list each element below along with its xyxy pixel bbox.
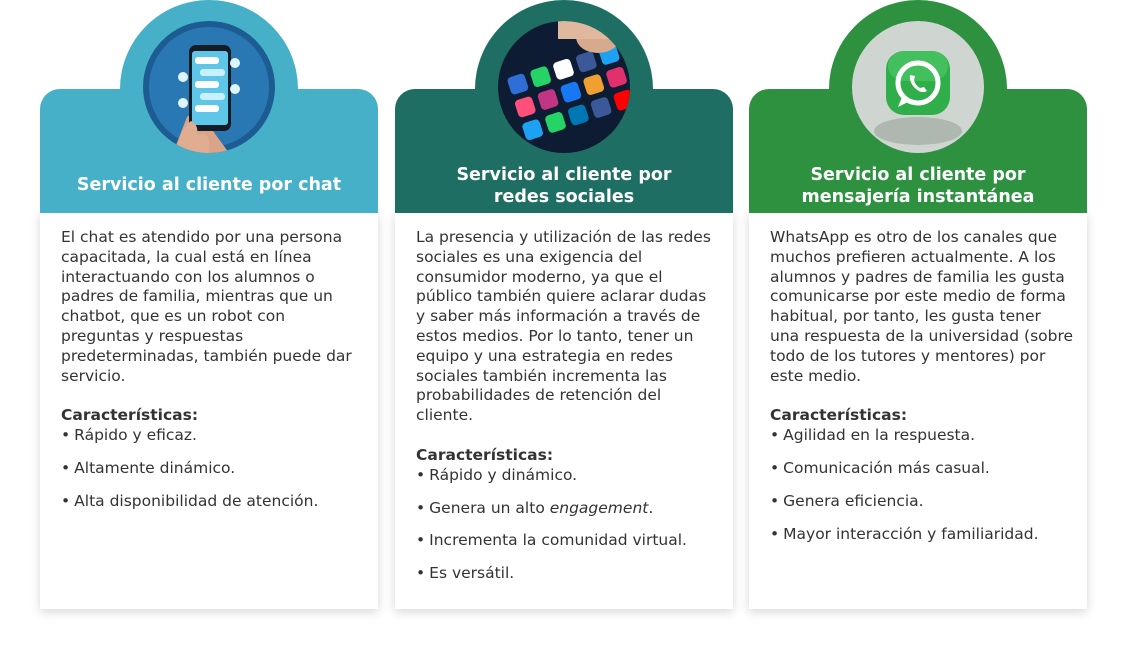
feature-item: •Altamente dinámico. bbox=[61, 458, 236, 477]
card-title: Servicio al cliente por mensajería insta… bbox=[801, 165, 1035, 207]
features-heading: Características: bbox=[416, 445, 554, 464]
card-content: La presencia y utilización de las redes … bbox=[416, 228, 720, 597]
features-heading: Características: bbox=[61, 406, 199, 425]
card-description: La presencia y utilización de las redes … bbox=[416, 228, 711, 425]
feature-item: •Rápido y eficaz. bbox=[61, 426, 197, 445]
features-list: •Rápido y eficaz. •Altamente dinámico. •… bbox=[61, 426, 365, 511]
card-content: El chat es atendido por una persona capa… bbox=[61, 228, 365, 525]
feature-item: •Es versátil. bbox=[416, 564, 515, 583]
feature-item: •Incrementa la comunidad virtual. bbox=[416, 531, 687, 550]
card-chat: Servicio al cliente por chat El chat es … bbox=[40, 0, 378, 610]
card-body bbox=[749, 212, 1087, 609]
features-list: •Rápido y dinámico. •Genera un alto enga… bbox=[416, 466, 720, 584]
features-heading: Características: bbox=[770, 406, 908, 425]
features-list: •Agilidad en la respuesta. •Comunicación… bbox=[770, 426, 1074, 544]
card-body bbox=[40, 212, 378, 609]
social-apps-icon bbox=[498, 21, 630, 153]
feature-item: •Mayor interacción y familiaridad. bbox=[770, 524, 1039, 543]
feature-item: •Alta disponibilidad de atención. bbox=[61, 491, 319, 510]
card-title: Servicio al cliente por chat bbox=[76, 175, 342, 195]
card-social: Servicio al cliente por redes sociales L… bbox=[395, 0, 733, 610]
card-messaging: Servicio al cliente por mensajería insta… bbox=[749, 0, 1087, 610]
feature-item: •Genera un alto engagement. bbox=[416, 498, 654, 517]
feature-item: •Genera eficiencia. bbox=[770, 491, 924, 510]
feature-item: •Comunicación más casual. bbox=[770, 458, 990, 477]
feature-item: •Rápido y dinámico. bbox=[416, 465, 578, 484]
card-description: El chat es atendido por una persona capa… bbox=[61, 228, 352, 385]
card-description: WhatsApp es otro de los canales que much… bbox=[770, 228, 1074, 385]
card-title: Servicio al cliente por redes sociales bbox=[456, 165, 672, 207]
card-content: WhatsApp es otro de los canales que much… bbox=[770, 228, 1074, 557]
chat-phone-icon bbox=[143, 21, 275, 153]
card-body bbox=[395, 212, 733, 609]
whatsapp-icon bbox=[852, 21, 984, 153]
feature-item: •Agilidad en la respuesta. bbox=[770, 426, 976, 445]
